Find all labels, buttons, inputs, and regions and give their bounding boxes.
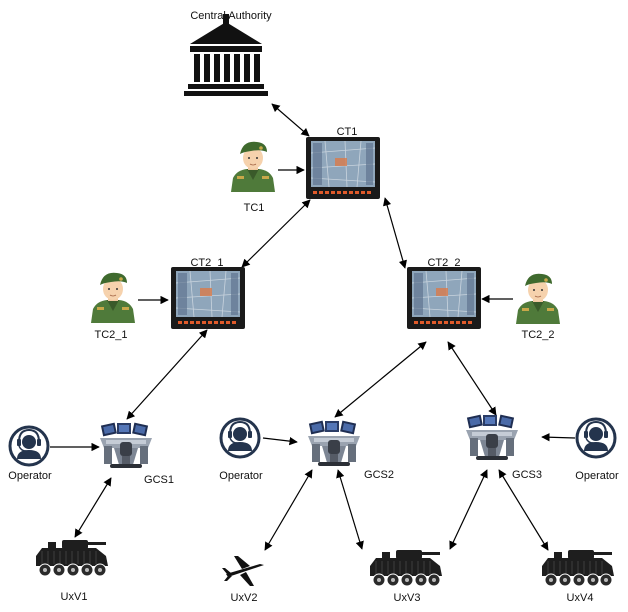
tc1-label: TC1	[244, 202, 265, 214]
military-commander-icon	[90, 272, 136, 324]
ct1-label: CT1	[337, 126, 358, 138]
military-commander-icon	[515, 273, 561, 325]
military-commander-icon	[230, 141, 276, 193]
command-terminal-icon	[305, 136, 381, 200]
link-ct2-2-gcs3	[447, 341, 497, 416]
operator-3-label: Operator	[575, 470, 619, 482]
operator-headset-icon	[8, 425, 50, 467]
uxv4-label: UxV4	[567, 592, 594, 604]
link-operator3-gcs3	[541, 433, 576, 442]
tc2-1-label: TC2_1	[94, 329, 127, 341]
government-building-icon	[184, 14, 268, 96]
ground-control-station-icon	[100, 422, 152, 468]
ct2-2-label: CT2_2	[427, 257, 460, 269]
link-gcs2-uxv3	[336, 469, 364, 550]
link-gcs3-uxv3	[449, 469, 488, 550]
command-terminal-icon	[406, 266, 482, 330]
gcs2-label: GCS2	[364, 469, 394, 481]
link-gcs3-uxv4	[498, 469, 549, 551]
ground-control-station-icon	[308, 420, 360, 466]
uxv3-label: UxV3	[394, 592, 421, 604]
link-gcs2-uxv2	[264, 469, 313, 551]
ct2-1-label: CT2_1	[190, 257, 223, 269]
link-gcs1-uxv1	[74, 477, 112, 538]
link-ct1-ct2-1	[241, 199, 311, 268]
operator-headset-icon	[575, 417, 617, 459]
operator-1-label: Operator	[8, 470, 52, 482]
armored-vehicle-icon	[369, 549, 443, 587]
tc2-2-label: TC2_2	[521, 329, 554, 341]
operator-2-label: Operator	[219, 470, 263, 482]
link-central-ct1	[271, 103, 310, 137]
armored-vehicle-icon	[35, 539, 109, 577]
gcs3-label: GCS3	[512, 469, 542, 481]
uxv2-label: UxV2	[231, 592, 258, 604]
ground-control-station-icon	[466, 414, 518, 460]
drone-icon	[222, 556, 264, 586]
link-operator2-gcs2	[262, 436, 298, 446]
armored-vehicle-icon	[541, 549, 615, 587]
uxv1-label: UxV1	[61, 591, 88, 603]
command-terminal-icon	[170, 266, 246, 330]
link-ct2-2-gcs2	[334, 341, 427, 418]
operator-headset-icon	[219, 417, 261, 459]
link-ct2-1-gcs1	[126, 329, 208, 420]
central-authority-label: Central Authority	[190, 10, 272, 22]
gcs1-label: GCS1	[144, 474, 174, 486]
link-ct1-ct2-2	[383, 197, 407, 269]
